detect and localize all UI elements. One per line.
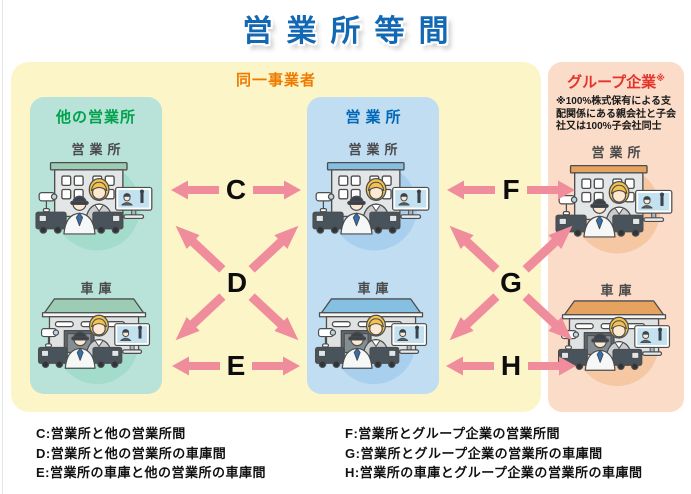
- connector-letter: C: [225, 174, 247, 205]
- connector-f: F: [441, 172, 581, 208]
- legend-item-c: C:営業所と他の営業所間: [36, 426, 186, 441]
- connector-letter: G: [500, 267, 522, 298]
- group-company-header: グループ企業※: [548, 71, 684, 92]
- office-site-label: 営業所: [591, 145, 646, 160]
- legend-right: F:営業所とグループ企業の営業所間 G:営業所とグループ企業の営業所の車庫間 H…: [345, 424, 642, 483]
- other-office-header: 他の営業所: [55, 109, 136, 126]
- legend-item-h: H:営業所の車庫とグループ企業の営業所の車庫間: [345, 465, 643, 480]
- office-header: 営業所: [345, 109, 406, 126]
- office-site-label: 営業所: [71, 142, 126, 157]
- arrow-left-icon: [171, 356, 220, 376]
- connector-h: H: [441, 348, 581, 384]
- arrow-right-icon: [526, 180, 575, 200]
- arrow-left-icon: [447, 180, 496, 200]
- arrow-left-icon: [445, 356, 494, 376]
- footnote-mark: ※: [656, 73, 665, 83]
- legend-item-d: D:営業所と他の営業所の車庫間: [36, 445, 227, 461]
- legend-item-f: F:営業所とグループ企業の営業所間: [345, 426, 560, 441]
- connector-letter: E: [226, 350, 246, 381]
- same-operator-panel: 同一事業者 他の営業所 営業所 車庫 営業所 営業所 車庫: [11, 62, 541, 412]
- connector-letter: D: [226, 267, 248, 298]
- legend-item-g: G:営業所とグループ企業の営業所の車庫間: [345, 445, 603, 461]
- garage-site-label: 車庫: [357, 281, 394, 296]
- connector-d: D: [170, 218, 304, 348]
- office-column: 営業所 営業所 車庫: [307, 97, 439, 394]
- garage-building-illustration: [34, 291, 158, 390]
- arrow-left-icon: [170, 180, 219, 200]
- connector-g: G: [444, 218, 578, 348]
- connector-c: C: [160, 172, 312, 208]
- same-operator-label: 同一事業者: [235, 72, 316, 89]
- group-company-note: ※100%株式保有による支配関係にある親会社と子会社又は100%子会社同士: [556, 96, 676, 132]
- garage-building-illustration: [311, 291, 435, 390]
- connector-letter: H: [500, 350, 522, 381]
- office-building-illustration: [311, 153, 435, 257]
- legend-item-e: E:営業所の車庫と他の営業所の車庫間: [36, 465, 267, 480]
- left-edge-divider: [2, 0, 3, 494]
- arrow-right-icon: [252, 356, 301, 376]
- arrow-right-icon: [253, 180, 302, 200]
- group-company-panel: グループ企業※ ※100%株式保有による支配関係にある親会社と子会社又は100%…: [548, 62, 684, 412]
- connector-e: E: [160, 348, 312, 384]
- legend-left: C:営業所と他の営業所間 D:営業所と他の営業所の車庫間 E:営業所の車庫と他の…: [36, 424, 266, 483]
- arrow-right-icon: [528, 356, 577, 376]
- group-company-header-text: グループ企業: [567, 74, 657, 91]
- garage-site-label: 車庫: [600, 283, 637, 298]
- garage-site-label: 車庫: [80, 281, 117, 296]
- other-office-column: 他の営業所 営業所 車庫: [30, 97, 162, 394]
- office-site-label: 営業所: [348, 142, 403, 157]
- connector-letter: F: [502, 174, 520, 205]
- office-building-illustration: [34, 153, 158, 257]
- page-title: 営業所等間: [242, 15, 463, 48]
